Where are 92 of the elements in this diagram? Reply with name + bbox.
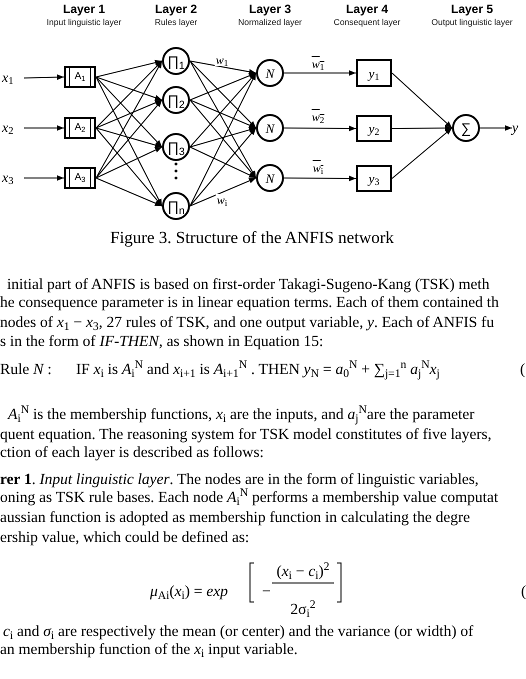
arrow [190,60,256,178]
text-line: ( [521,583,526,601]
node-label: ∏$_{2}$ [167,93,185,107]
node-label: y$_{2}$ [368,122,380,135]
node-label: N [266,172,274,184]
arrow [96,76,162,100]
consequent-box [356,165,392,192]
membership-box [64,167,96,189]
node-label: ∏$_{3}$ [167,140,185,154]
text-line: (x$_{i}$ − c$_{i}$)$^{2}$ [276,563,330,581]
arrow [190,128,256,206]
text-line: nodes of x$_{1}$ − x$_{3}$, 27 rules of TSK, and one output variable, y. Each of ANFIS fu [0,314,494,332]
layer-heading: Layer 5 [450,2,494,16]
arrow [96,128,162,206]
arrow [24,175,64,181]
arrow [24,125,64,131]
edge-label: w$_{i}$ [312,162,324,174]
text-line: quent equation. The reasoning system for TSK model constitutes of five layers, [0,426,492,444]
node-label: ∏$_{n}$ [167,199,185,213]
input-variable: x$_{1}$ [2,70,14,88]
arrow [392,125,452,131]
arrow [190,60,256,128]
layer-subtitle: Rules layer [154,16,198,28]
membership-box [64,66,96,88]
layer-subtitle: Input linguistic layer [46,16,122,28]
input-variable: x$_{3}$ [2,170,14,188]
arrow [480,125,512,131]
text-line: s in the form of IF-THEN, as shown in Equation 15: [0,333,324,351]
arrow [190,178,256,206]
layer-heading: Layer 1 [62,2,106,16]
arrow [284,176,356,182]
arrow [392,128,452,179]
edge-label: w$_{2}$ [310,111,326,123]
consequent-box [356,115,392,142]
consequent-box [356,59,392,87]
arrow [96,100,162,128]
text-line: initial part of ANFIS is based on first-order Takagi-Sugeno-Kang (TSK) meth [7,276,490,294]
node-label: N [266,66,274,80]
text-line: oning as TSK rule bases. Each node A$_{i}$$^{N}$ performs a membership value computat [0,489,498,507]
text-line: ( [520,361,526,379]
arrow [190,72,256,100]
node-label: ∑ [461,121,471,135]
text-line: an membership function of the x$_{i}$ input variable. [0,641,298,659]
text-line: IF x$_{i}$ is A$_{i}$$^{N}$ and x$_{i+1}$ is A$_{i+1}$$^{N}$ . THEN y$_{N}$ = a$_{0}$$^{N}$ + ∑$_{j=1}$$^{n}$ a$_{j}$$^{N}$x$_{j}$ [76,361,440,379]
arrow [96,60,162,78]
node-label: A$_{1}$ [74,72,86,82]
arrow [96,76,162,206]
layer-subtitle: Consequent layer [334,16,400,28]
arrow [24,74,64,80]
arrow [96,128,162,148]
arrow [96,60,162,128]
text-line: ership value, which could be defined as: [0,529,250,547]
arrow [284,70,356,76]
node-label: N [266,122,274,134]
arrow [96,76,162,148]
arrow [96,60,162,178]
text-line: ction of each layer is described as follows: [0,444,264,462]
arrow [392,72,452,128]
arrow [190,146,256,178]
text-line: he consequence parameter is in linear equation terms. Each of them contained th [0,294,499,312]
arrow [284,126,356,132]
text-line: A$_{i}$$^{N}$ is the membership functions, x$_{i}$ are the inputs, and a$_{j}$$^{N}$are the parameter [8,406,474,424]
layer-heading: Layer 3 [248,2,292,16]
node-label: y$_{3}$ [368,172,380,185]
arrow [190,72,256,148]
output-variable: y [512,120,518,138]
node-label: ∏$_{1}$ [167,54,185,68]
node-label: A$_{3}$ [74,173,86,183]
arrow [190,60,256,74]
arrow [190,100,256,128]
edge-label: w$_{i}$ [216,194,228,206]
figure-caption: Figure 3. Structure of the ANFIS network [110,228,394,248]
text-line: Rule N : [0,361,52,379]
text-line: rer 1. Input linguistic layer. The nodes are in the form of linguistic variables, [0,471,479,488]
node-label: A$_{2}$ [74,123,86,133]
node-label: y$_{1}$ [368,66,380,80]
arrow [190,72,256,206]
layer-heading: Layer 2 [154,2,198,16]
layer-subtitle: Normalized layer [238,16,302,28]
input-variable: x$_{2}$ [2,120,14,138]
text-line: − [262,583,271,601]
layer-subtitle: Output linguistic layer [431,16,513,28]
arrow [96,100,162,178]
text-line: c$_{i}$ and σ$_{i}$ are respectively the mean (or center) and the variance (or width) of [3,623,474,641]
membership-box [64,117,96,139]
arrow [96,178,162,206]
layer-heading: Layer 4 [346,2,388,16]
text-line: μ$_{Ai}$(x$_{i}$) = exp [150,583,228,601]
edge-label: w$_{1}$ [310,58,326,70]
arrow [190,127,256,148]
arrow [96,146,162,178]
text-line: aussian function is adopted as membership function in calculating the degre [0,509,470,527]
